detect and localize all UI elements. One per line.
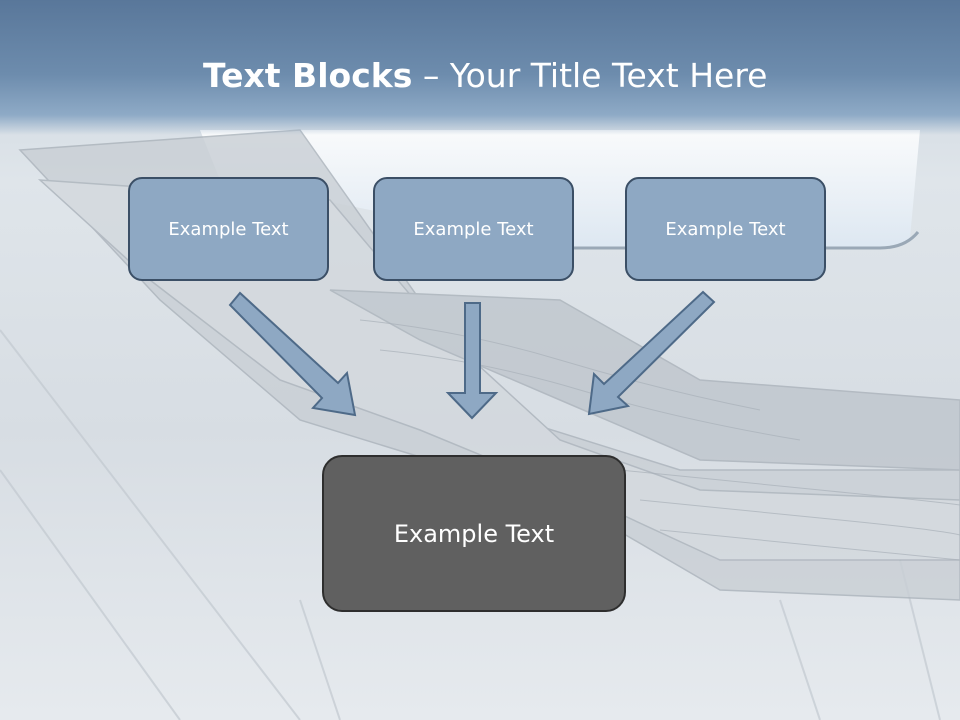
center-text-box[interactable]: Example Text	[322, 455, 626, 612]
arrow-right	[587, 290, 716, 416]
arrow-middle	[445, 302, 499, 420]
center-box-label: Example Text	[393, 519, 555, 548]
example-text-box-1[interactable]: Example Text	[128, 177, 329, 281]
slide-title: Text Blocks – Your Title Text Here	[203, 54, 767, 98]
box-2-label: Example Text	[413, 218, 534, 240]
box-1-label: Example Text	[168, 218, 289, 240]
title-regular-part: Your Title Text Here	[449, 56, 768, 95]
example-text-box-3[interactable]: Example Text	[625, 177, 826, 281]
title-bold-part: Text Blocks	[203, 56, 413, 95]
title-separator: –	[412, 56, 450, 95]
title-band	[0, 0, 960, 135]
box-3-label: Example Text	[665, 218, 786, 240]
arrow-left	[228, 291, 357, 417]
example-text-box-2[interactable]: Example Text	[373, 177, 574, 281]
